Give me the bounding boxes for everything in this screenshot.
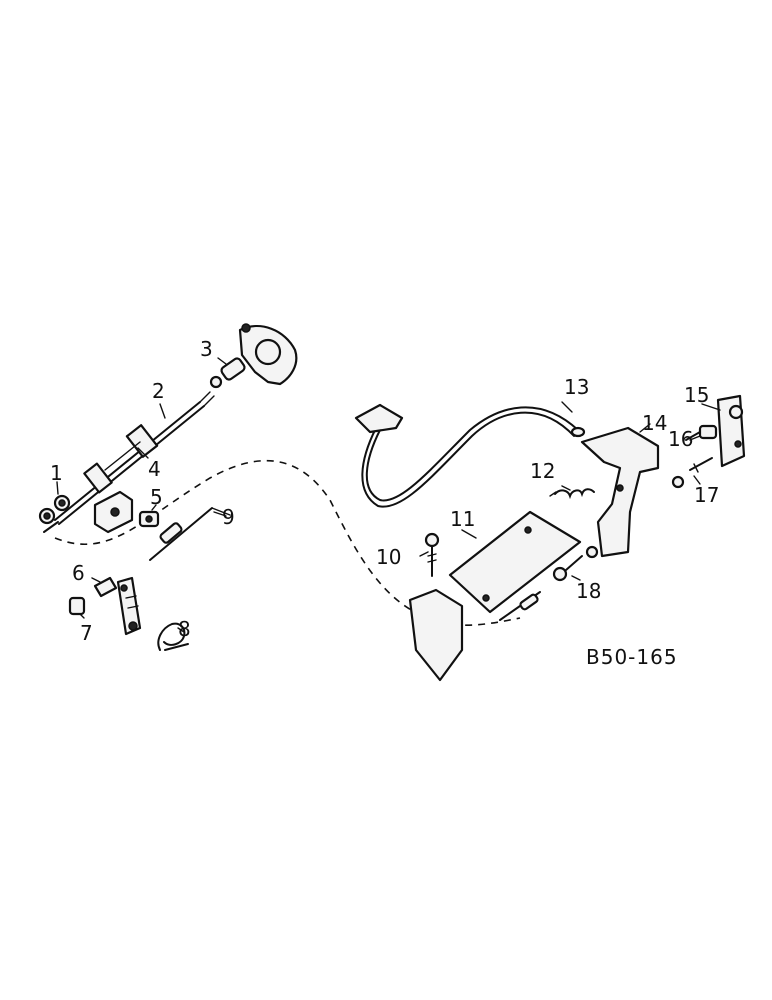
callout-16: 16 — [668, 427, 693, 451]
rod-bracket — [93, 490, 134, 534]
nut-part-1 — [38, 494, 71, 525]
callout-17: 17 — [694, 483, 719, 507]
bolt-part-10 — [424, 532, 440, 577]
governor-housing-part-3 — [209, 323, 298, 389]
callout-7: 7 — [80, 621, 93, 645]
leader-lines — [56, 357, 721, 633]
callout-1: 1 — [50, 461, 63, 485]
callout-6: 6 — [72, 561, 85, 585]
nut-part-7 — [68, 596, 86, 616]
mount-plate-part-15 — [716, 394, 746, 468]
callout-18: 18 — [576, 579, 601, 603]
callout-10: 10 — [376, 545, 401, 569]
swivel-part-6 — [93, 576, 118, 598]
callout-2: 2 — [152, 379, 165, 403]
callout-8: 8 — [178, 617, 191, 641]
spring-part-8 — [157, 622, 189, 651]
callout-12: 12 — [530, 459, 555, 483]
drawing-code: B50-165 — [586, 645, 678, 669]
callout-9: 9 — [222, 505, 235, 529]
bolt-part-18 — [552, 545, 599, 582]
cable-end-part-9 — [149, 507, 231, 561]
bolt-part-17 — [671, 457, 713, 489]
rod-part-2 — [43, 391, 215, 533]
callout-14: 14 — [642, 411, 667, 435]
lever-arm — [116, 576, 142, 636]
callout-5: 5 — [150, 485, 163, 509]
callout-4: 4 — [148, 457, 161, 481]
pivot-pin-part-5 — [138, 510, 160, 528]
callout-11: 11 — [450, 507, 475, 531]
pedal-lever-part-13 — [354, 403, 586, 508]
return-spring-part-12 — [549, 488, 595, 500]
callout-13: 13 — [564, 375, 589, 399]
bracket-part-14 — [580, 426, 660, 558]
linkage-rod — [499, 591, 541, 621]
callout-15: 15 — [684, 383, 709, 407]
floor-plate-part-11 — [408, 510, 582, 682]
spring-clip-part-4 — [83, 424, 159, 494]
bolt-part-16 — [685, 424, 718, 441]
callout-3: 3 — [200, 337, 213, 361]
